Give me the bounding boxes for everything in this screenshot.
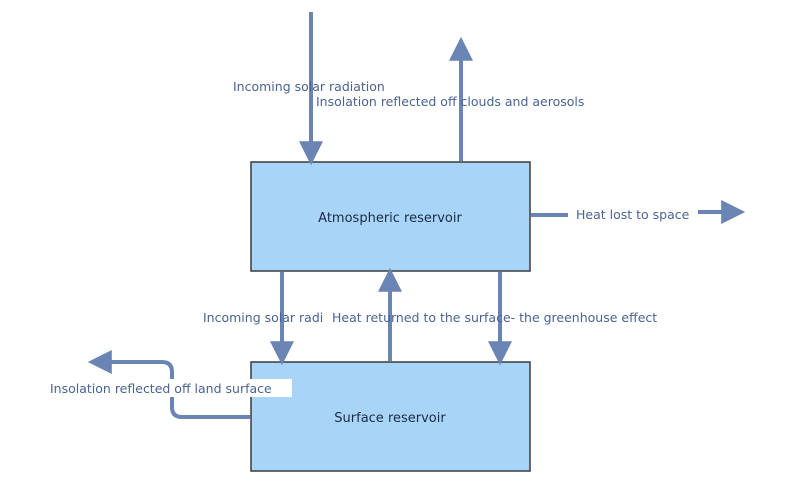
heat-lost-space-label: Heat lost to space — [576, 207, 690, 222]
greenhouse-label: Heat returned to the surface- the greenh… — [332, 310, 657, 325]
incoming-solar-radiation-label: Incoming solar radiation — [233, 79, 385, 94]
reflected-land-label: Insolation reflected off land surface — [50, 381, 272, 396]
atmospheric-reservoir-box — [250, 161, 531, 272]
surface-reservoir-label: Surface reservoir — [334, 411, 446, 426]
reflected-clouds-label: Insolation reflected off clouds and aero… — [316, 94, 584, 109]
reflected-land-label-bg — [48, 379, 292, 397]
surface-reservoir-box — [250, 361, 531, 472]
atmospheric-reservoir-label: Atmospheric reservoir — [318, 211, 462, 226]
incoming-solar-mid-label: Incoming solar radi — [203, 310, 323, 325]
